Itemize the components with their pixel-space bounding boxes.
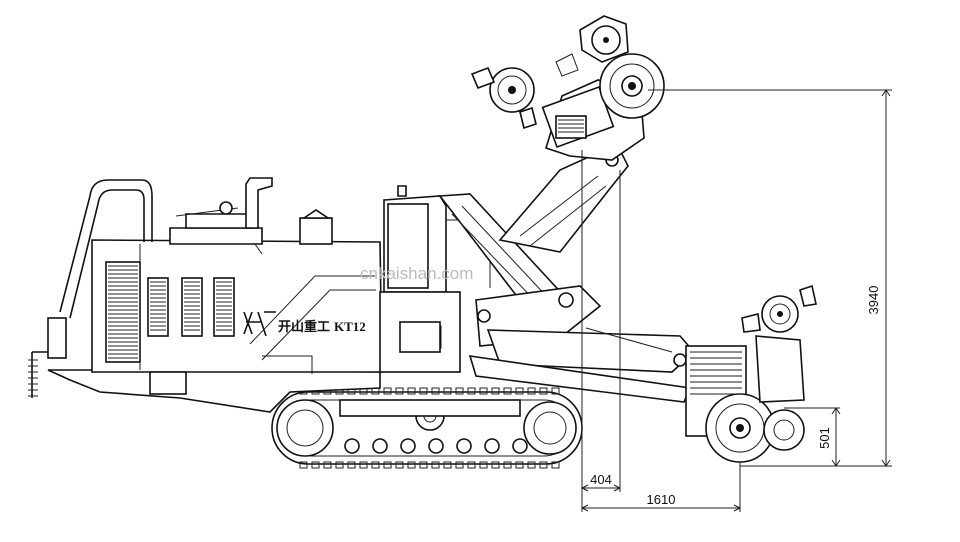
- dimension-reach: 1610: [647, 492, 676, 507]
- watermark-text: cnkaishan.com: [360, 264, 473, 283]
- model-label: KT12: [334, 319, 366, 334]
- chassis-body: [28, 177, 383, 413]
- dimension-lines: [580, 89, 892, 512]
- brand-logo-icon: [243, 311, 276, 337]
- brand-label-cn: 开山重工: [278, 319, 330, 334]
- control-tower: [379, 185, 491, 373]
- boom-arm: [438, 149, 696, 403]
- drill-head-lower: [685, 284, 817, 463]
- dimension-height-total: 3940: [866, 286, 881, 315]
- crawler-track: [271, 387, 583, 469]
- drill-head-upper: [470, 15, 665, 161]
- dimension-offset-front: 404: [590, 472, 612, 487]
- dimension-height-low: 501: [817, 427, 832, 449]
